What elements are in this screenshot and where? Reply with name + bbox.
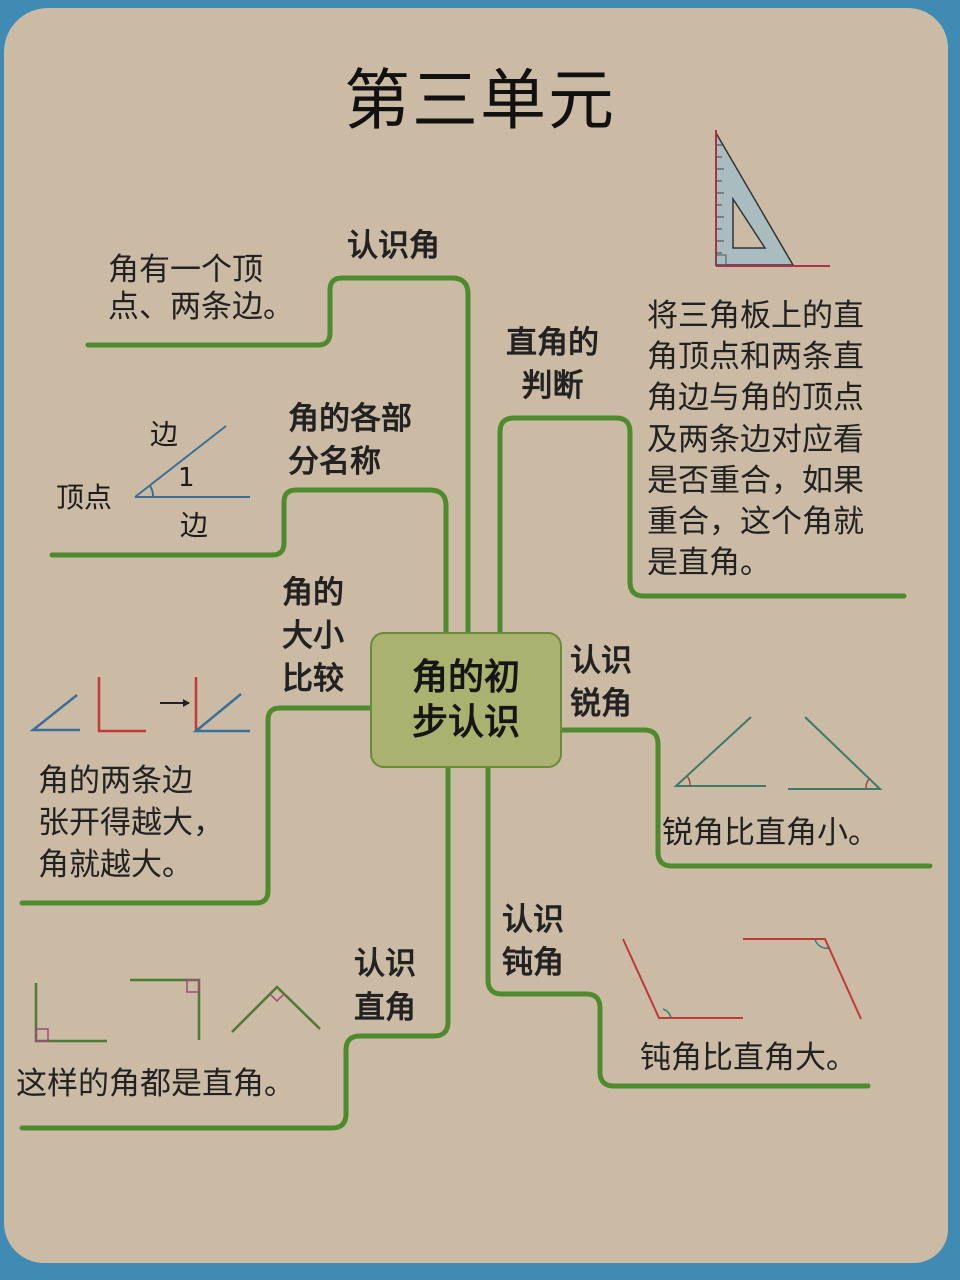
obtuse-angles-figure — [622, 938, 862, 1020]
set-square-figure — [715, 130, 830, 267]
branch-label-recognize-right-angle: 认识 直角 — [354, 946, 416, 1027]
page-title: 第三单元 — [344, 62, 616, 139]
branch-label-angle-parts: 角的各部 分名称 — [288, 401, 412, 481]
angle-side-bottom-label: 边 — [180, 509, 209, 542]
branch-text-recognize-right-angle: 这样的角都是直角。 — [16, 1066, 295, 1102]
center-node: 角的初 步认识 — [370, 632, 562, 768]
angle-compare-figure — [29, 677, 250, 733]
branch-text-recognize-angle: 角有一个顶 点、两条边。 — [108, 252, 294, 325]
branch-text-angle-size-compare: 角的两条边 张开得越大， 角就越大。 — [38, 763, 224, 884]
angle-vertex-label: 顶点 — [56, 481, 113, 514]
angle-mark-label: 1 — [178, 463, 195, 493]
branch-label-angle-size-compare: 角的 大小 比较 — [282, 575, 344, 697]
angle-side-top-label: 边 — [150, 418, 179, 451]
angle-parts-figure — [134, 425, 250, 498]
branch-text-recognize-obtuse-angle: 钝角比直角大。 — [640, 1040, 857, 1076]
branch-label-right-angle-judgment: 直角的 判断 — [506, 325, 599, 404]
branch-text-recognize-acute-angle: 锐角比直角小。 — [662, 815, 879, 851]
right-angles-figure — [34, 978, 321, 1043]
branch-label-recognize-obtuse-angle: 认识 钝角 — [502, 902, 564, 981]
acute-angles-figure — [673, 716, 883, 790]
branch-label-recognize-angle: 认识角 — [347, 228, 440, 264]
branch-label-recognize-acute-angle: 认识 锐角 — [570, 643, 632, 722]
branch-text-right-angle-judgment: 将三角板上的直 角顶点和两条直 角边与角的顶点 及两条边对应看 是否重合，如果 … — [647, 298, 864, 582]
